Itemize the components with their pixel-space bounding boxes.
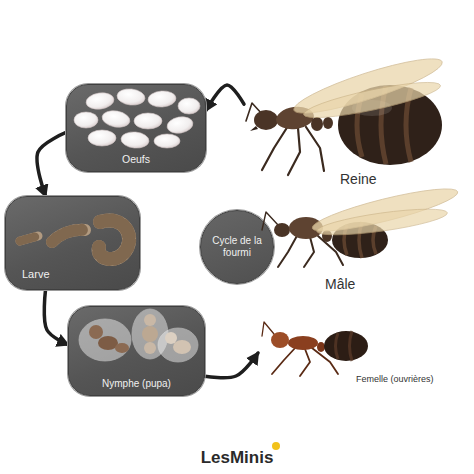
male-ant-part-part: [278, 234, 298, 267]
male-ant-part: [344, 222, 376, 258]
egg-cluster-part: [101, 109, 131, 130]
male-ant-part: [289, 217, 323, 239]
worker-ant: [262, 322, 368, 376]
pupa-figures-part: [132, 309, 168, 359]
queen-ant-part: [246, 103, 324, 175]
pupa-figures-part: [165, 332, 177, 344]
pupa-figures-part: [115, 343, 129, 353]
worker-ant-part-part: [272, 347, 296, 374]
cycle-arrow: [205, 353, 258, 378]
male-ant-part-part: [262, 212, 278, 230]
queen-ant-part: [311, 117, 323, 131]
stage-box: Larve: [5, 196, 140, 290]
stage-box: Nymphe (pupa): [68, 306, 205, 396]
pupa-figures-part: [142, 326, 158, 342]
pupa-figures-part: [79, 319, 131, 361]
cycle-arrow: [206, 85, 244, 110]
stage-label: Larve: [22, 268, 50, 281]
worker-ant-part-part: [300, 349, 310, 376]
queen-ant-part-part: [288, 128, 300, 175]
worker-ant-part-part: [336, 333, 339, 359]
larva-figures-part: [52, 230, 85, 242]
queen-ant-part-part: [357, 94, 362, 157]
larva-figures-part: [20, 236, 38, 241]
pupa-figures-part: [98, 336, 118, 350]
queen-ant-part: [290, 50, 446, 123]
worker-ant-part-part: [350, 331, 353, 361]
egg-cluster-part: [74, 112, 98, 128]
larva-figures: [20, 220, 129, 259]
worker-ant-part-part: [262, 322, 274, 336]
worker-ant-part: [317, 342, 325, 352]
egg-cluster-part: [166, 115, 194, 135]
queen-ant-part: [357, 86, 411, 164]
pupa-figures-part: [158, 328, 198, 362]
worker-ant-part: [336, 331, 353, 361]
queen-ant-part-part: [262, 126, 288, 170]
egg-cluster-part: [116, 88, 146, 107]
title-circle: Cycle de la fourmi: [200, 210, 274, 284]
worker-ant-part: [262, 322, 338, 376]
stage-label: Nymphe (pupa): [102, 378, 171, 390]
stage-label: Reine: [340, 171, 377, 188]
queen-ant-part-part: [381, 86, 386, 164]
worker-ant-part: [324, 331, 368, 361]
queen-ant-part: [250, 126, 258, 131]
queen-ant-part: [323, 117, 333, 129]
male-ant-part: [322, 230, 332, 242]
queen-ant-part: [275, 104, 316, 131]
worker-ant-part-part: [312, 348, 338, 374]
male-ant-part-part: [344, 225, 347, 255]
ant-figure: Femelle (ouvrières): [258, 318, 468, 388]
egg-cluster-part: [120, 131, 149, 149]
pupa-figures-part: [173, 340, 191, 354]
pupa-figures-part: [144, 314, 156, 326]
cycle-arrow: [44, 290, 68, 345]
egg-cluster-part: [178, 98, 200, 114]
larva-figures-part: [99, 220, 130, 259]
larva-figures-part: [20, 236, 38, 241]
stage-label: Mâle: [325, 276, 355, 293]
queen-ant-part: [352, 100, 392, 116]
queen-ant-part: [301, 76, 442, 125]
queen-ant-part: [338, 85, 442, 165]
egg-cluster-part: [88, 130, 116, 146]
male-ant-part-part: [304, 237, 314, 267]
cycle-arrow: [37, 132, 66, 196]
egg-cluster-part: [154, 134, 180, 148]
queen-ant-part-part: [246, 103, 262, 121]
ant-figure: Mâle: [258, 190, 468, 295]
worker-ant-part: [271, 332, 289, 348]
queen-ant-part-part: [406, 88, 411, 162]
male-ant-part: [310, 181, 461, 239]
male-ant-part: [274, 223, 290, 237]
pupa-figures-part: [89, 325, 103, 339]
pupa-figures-part: [144, 342, 156, 354]
egg-cluster-part: [147, 90, 176, 108]
male-ant-part-part: [318, 236, 343, 265]
queen-ant-part-part: [306, 127, 324, 171]
cycle-title: Cycle de la fourmi: [211, 235, 263, 259]
larva-figures-part: [52, 230, 85, 242]
queen-ant-part: [254, 110, 278, 130]
male-ant-part-part: [373, 226, 376, 254]
stage-box: Oeufs: [66, 84, 206, 172]
pupa-figures: [79, 309, 198, 362]
queen-ant: [246, 50, 446, 175]
male-ant-part-part: [359, 222, 362, 258]
stage-label: Oeufs: [122, 153, 150, 166]
male-ant-part: [262, 212, 343, 267]
male-ant-part: [315, 204, 448, 240]
larva-figures-part: [99, 220, 130, 259]
ant-figure: Reine: [244, 60, 470, 190]
worker-ant-part: [288, 336, 318, 350]
watermark: LesMinis: [0, 448, 474, 468]
egg-cluster-part: [85, 91, 115, 111]
stage-label: Femelle (ouvrières): [356, 374, 434, 385]
egg-cluster-part: [134, 113, 162, 129]
egg-cluster: [74, 88, 200, 150]
male-ant: [262, 181, 460, 267]
male-ant-part: [332, 222, 388, 258]
